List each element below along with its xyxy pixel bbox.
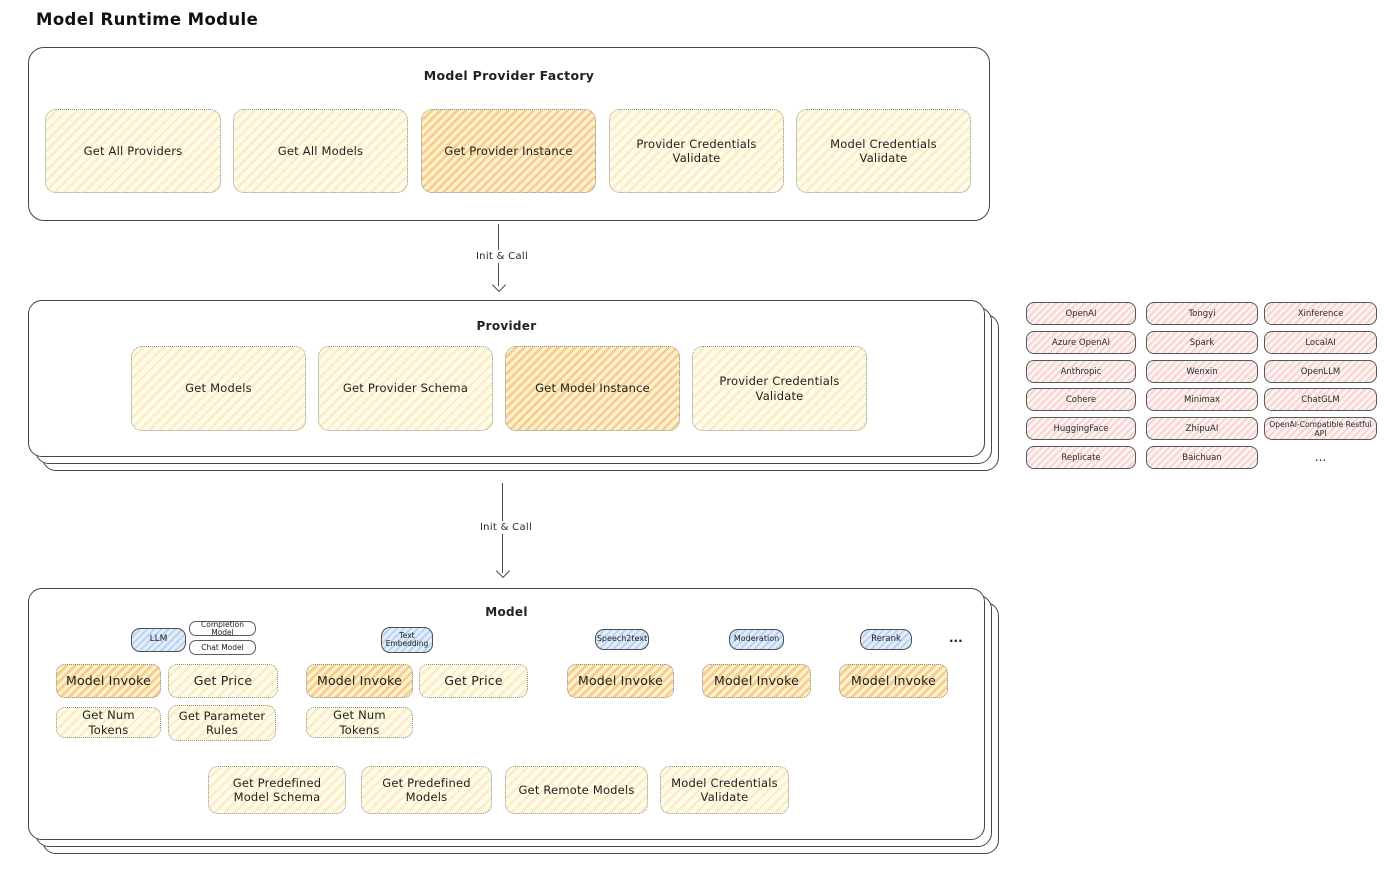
factory-get-all-providers-node: Get All Providers [45,109,221,193]
provider-chip-localai: LocalAI [1264,331,1377,354]
provider-chip-openai-compatible-restful-api: OpenAI-Compatible Restful API [1264,417,1377,440]
llm-get-price-node: Get Price [168,664,278,698]
model-credentials-validate-node: Model Credentials Validate [660,766,789,814]
model-panel-title: Model [485,605,528,619]
provider-get-model-instance-node: Get Model Instance [505,346,680,431]
arrow-factory-to-provider-label: Init & Call [462,250,542,263]
factory-model-credentials-validate-node: Model Credentials Validate [796,109,971,193]
provider-chip-xinference: Xinference [1264,302,1377,325]
factory-get-provider-instance-node: Get Provider Instance [421,109,596,193]
provider-panel: Provider Get Models Get Provider Schema … [28,300,985,457]
provider-chip-anthropic: Anthropic [1026,360,1136,383]
provider-provider-credentials-validate-node: Provider Credentials Validate [692,346,867,431]
moderation-model-invoke-node: Model Invoke [702,664,811,698]
tab-completion-model: Completion Model [189,621,256,636]
te-get-num-tokens-node: Get Num Tokens [306,707,413,738]
provider-chip-wenxin: Wenxin [1146,360,1258,383]
page-title: Model Runtime Module [36,10,259,29]
provider-chip-spark: Spark [1146,331,1258,354]
factory-panel-title: Model Provider Factory [423,68,595,83]
get-remote-models-node: Get Remote Models [505,766,648,814]
factory-provider-credentials-validate-node: Provider Credentials Validate [609,109,784,193]
provider-chip-more-ellipsis: ... [1314,450,1327,464]
provider-chip-chatglm: ChatGLM [1264,388,1377,411]
provider-panel-title: Provider [476,319,537,333]
tab-rerank: Rerank [860,629,912,650]
provider-chip-replicate: Replicate [1026,446,1136,469]
te-model-invoke-node: Model Invoke [306,664,413,698]
te-get-price-node: Get Price [419,664,528,698]
provider-chip-zhipuai: ZhipuAI [1146,417,1258,440]
tab-chat-model: Chat Model [189,640,256,655]
arrow-provider-to-model-head [495,563,511,579]
tab-text-embedding: Text Embedding [381,627,433,653]
provider-get-provider-schema-node: Get Provider Schema [318,346,493,431]
tab-more-ellipsis: ... [949,631,963,645]
llm-get-num-tokens-node: Get Num Tokens [56,707,161,738]
llm-get-parameter-rules-node: Get Parameter Rules [168,705,276,741]
arrow-provider-to-model-label: Init & Call [466,521,546,534]
provider-chip-cohere: Cohere [1026,388,1136,411]
llm-model-invoke-node: Model Invoke [56,664,161,698]
provider-chip-openllm: OpenLLM [1264,360,1377,383]
model-panel: Model LLM Completion Model Chat Model Te… [28,588,985,840]
provider-get-models-node: Get Models [131,346,306,431]
get-predefined-model-schema-node: Get Predefined Model Schema [208,766,346,814]
provider-chip-tongyi: Tongyi [1146,302,1258,325]
s2t-model-invoke-node: Model Invoke [567,664,674,698]
provider-chip-huggingface: HuggingFace [1026,417,1136,440]
provider-chip-minimax: Minimax [1146,388,1258,411]
get-predefined-models-node: Get Predefined Models [361,766,492,814]
arrow-factory-to-provider-head [491,277,507,293]
rerank-model-invoke-node: Model Invoke [839,664,948,698]
provider-chip-openai: OpenAI [1026,302,1136,325]
tab-speech2text: Speech2text [595,629,649,650]
factory-get-all-models-node: Get All Models [233,109,408,193]
tab-llm: LLM [131,628,186,652]
factory-panel: Model Provider Factory Get All Providers… [28,47,990,221]
provider-chip-baichuan: Baichuan [1146,446,1258,469]
tab-moderation: Moderation [729,629,784,650]
provider-chip-azure-openai: Azure OpenAI [1026,331,1136,354]
